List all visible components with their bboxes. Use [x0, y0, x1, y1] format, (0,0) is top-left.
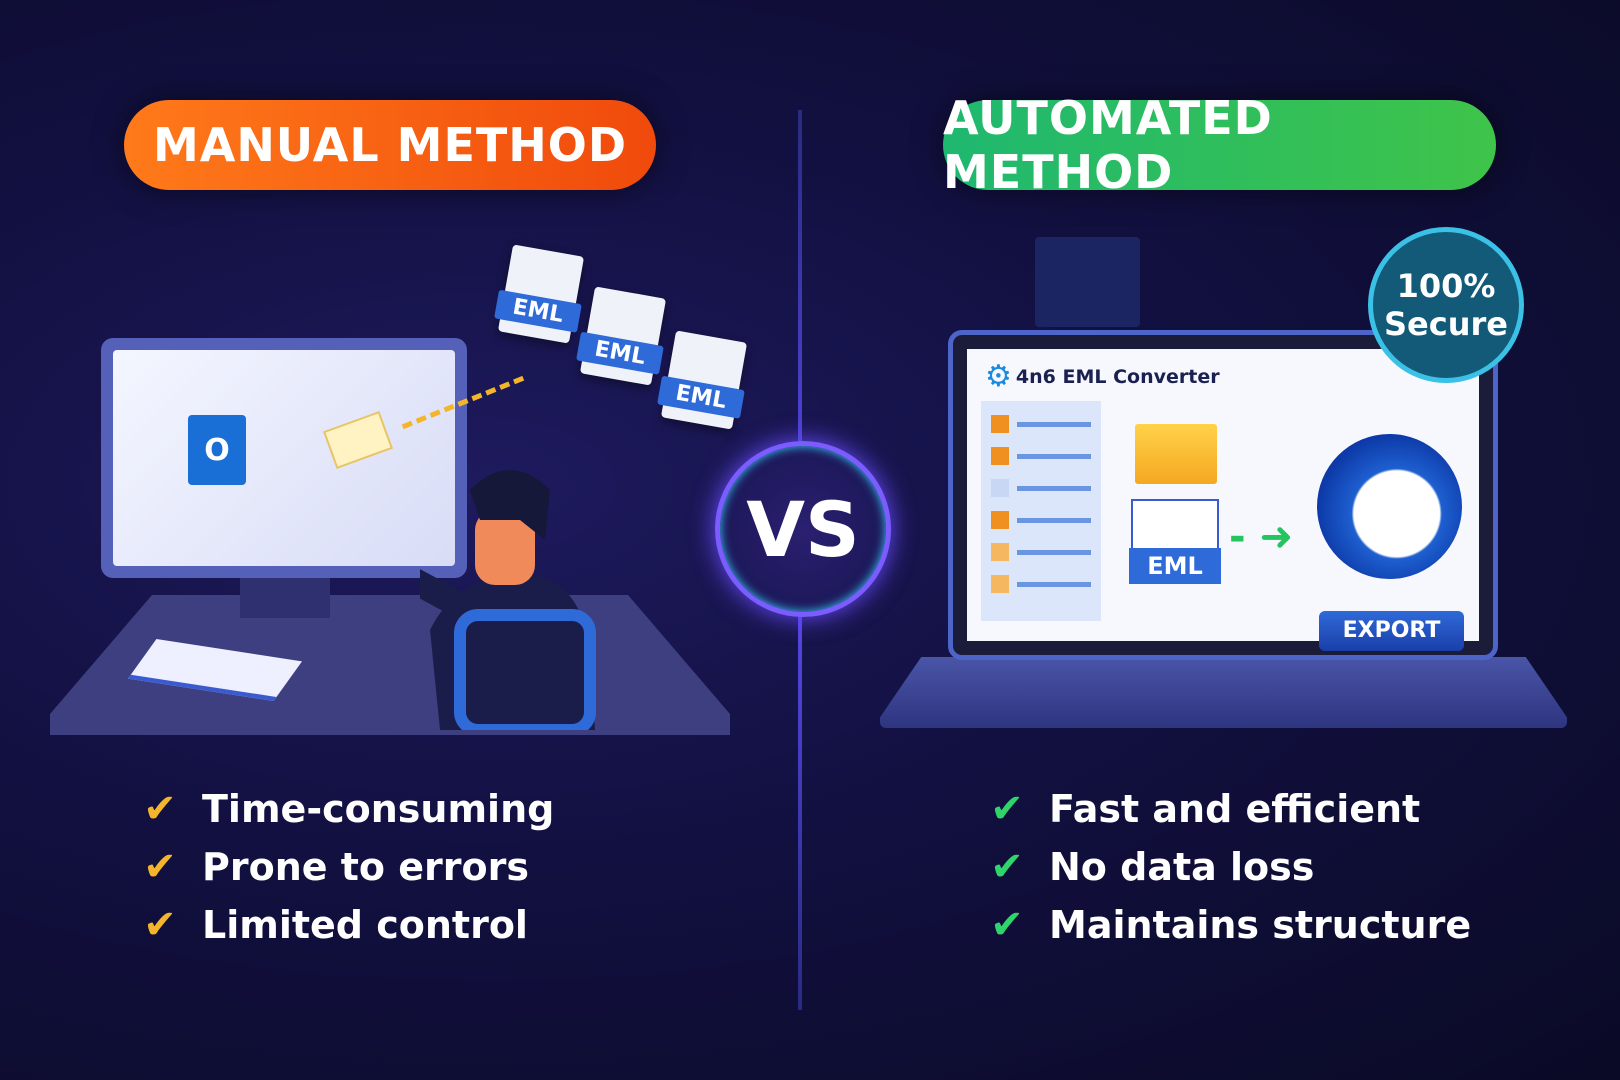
point-text: Fast and efficient — [1049, 787, 1421, 831]
list-item: ✔ Time-consuming — [138, 786, 555, 832]
app-title: 4n6 EML Converter — [1015, 365, 1220, 388]
check-icon: ✔ — [143, 844, 177, 890]
eml-label: EML — [657, 375, 745, 419]
check-icon: ✔ — [990, 902, 1024, 948]
person-at-desk — [420, 470, 596, 730]
tree-item[interactable] — [991, 543, 1091, 561]
manual-title: MANUAL METHOD — [152, 118, 628, 172]
list-item: ✔ Prone to errors — [138, 844, 554, 890]
secure-percent: 100% — [1396, 266, 1496, 305]
secure-label: Secure — [1384, 305, 1508, 343]
list-item: ✔ Maintains structure — [985, 902, 1472, 948]
dashed-arrow — [401, 375, 525, 430]
eml-tag: EML — [1129, 548, 1221, 584]
tree-item[interactable] — [991, 447, 1091, 465]
point-text: Maintains structure — [1049, 903, 1472, 947]
check-icon: ✔ — [143, 786, 177, 832]
laptop-base — [880, 657, 1567, 728]
eml-file-icon: EML — [657, 330, 748, 430]
tree-item[interactable] — [991, 479, 1091, 497]
automated-method-banner: AUTOMATED METHOD — [943, 91, 1496, 199]
laptop: ⚙ 4n6 EML Converter EML - ➜ EXPORT — [948, 330, 1498, 660]
manual-method-banner: MANUAL METHOD — [124, 100, 656, 190]
tree-item[interactable] — [991, 511, 1091, 529]
envelope-icon — [322, 410, 394, 470]
desktop-monitor: O — [101, 338, 525, 578]
outlook-icon: O — [188, 415, 246, 485]
tree-item[interactable] — [991, 575, 1091, 593]
list-item: ✔ Limited control — [138, 902, 554, 948]
list-item: ✔ Fast and efficient — [985, 786, 1471, 832]
monitor-stand — [240, 578, 330, 618]
point-text: Prone to errors — [202, 845, 529, 889]
secure-badge: 100% Secure — [1368, 227, 1524, 383]
tree-item[interactable] — [991, 415, 1091, 433]
folder-icon — [1135, 424, 1217, 484]
thunderbird-logo — [1317, 434, 1462, 579]
export-button[interactable]: EXPORT — [1319, 611, 1464, 651]
check-icon: ✔ — [990, 786, 1024, 832]
gear-logo-icon: ⚙ — [985, 359, 1012, 394]
list-item: ✔ No data loss — [985, 844, 1471, 890]
manual-points: ✔ Time-consuming ✔ Prone to errors ✔ Limite… — [138, 786, 555, 948]
point-text: No data loss — [1049, 845, 1315, 889]
clipboard-icon — [1035, 237, 1140, 327]
eml-label: EML — [576, 331, 664, 375]
automated-points: ✔ Fast and efficient ✔ No data loss ✔ Maint… — [985, 786, 1472, 948]
point-text: Time-consuming — [202, 787, 555, 831]
export-label: EXPORT — [1342, 618, 1441, 643]
converter-app-window: ⚙ 4n6 EML Converter EML - ➜ EXPORT — [967, 349, 1479, 651]
eml-folder-icon: EML — [1129, 499, 1221, 584]
check-icon: ✔ — [143, 902, 177, 948]
check-icon: ✔ — [990, 844, 1024, 890]
point-text: Limited control — [202, 903, 528, 947]
vs-badge: VS — [715, 441, 891, 617]
outlook-letter: O — [204, 432, 230, 468]
app-header: ⚙ 4n6 EML Converter — [985, 359, 1220, 394]
eml-file-icon: EML — [576, 286, 667, 386]
green-arrow-icon: - ➜ — [1229, 514, 1294, 560]
file-tree-panel — [981, 401, 1101, 621]
eml-file-icon: EML — [494, 244, 585, 344]
eml-label: EML — [494, 289, 582, 333]
automated-title: AUTOMATED METHOD — [943, 91, 1273, 199]
vs-text: VS — [746, 484, 860, 574]
